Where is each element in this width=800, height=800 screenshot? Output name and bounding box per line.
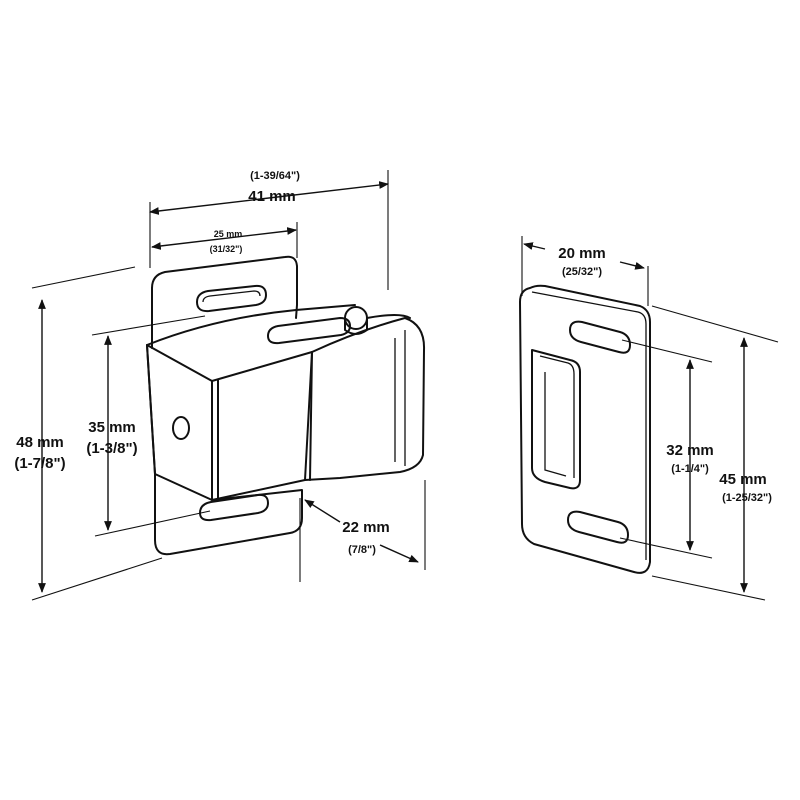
dim-slot-spacing-top: 25 mm (31/32") [151,222,298,258]
dim-depth: 22 mm (7/8") [299,480,426,582]
dim-plate-width: 20 mm (25/32") [521,236,649,306]
dim-plate-width-mm: 20 mm [558,245,606,262]
dim-plate-height-inch: (1-25/32") [722,492,772,504]
dim-plate-slot-spacing: 32 mm (1-1/4") [619,339,714,559]
catch-top-plate [151,255,298,319]
dim-body-height-mm: 35 mm [88,419,136,436]
dim-overall-width: (1-39/64") 41 mm [149,170,389,290]
dim-body-height: 35 mm (1-3/8") [86,315,211,537]
catch-housing [146,344,213,501]
catch-pin-icon [344,306,368,330]
dim-plate-slot-spacing-mm: 32 mm [666,442,714,459]
dim-overall-height-mm: 48 mm [16,434,64,451]
catch-top-slot-icon [196,284,267,313]
catch-side-hole-icon [172,416,190,440]
catch-roller [304,317,426,481]
strike-bottom-slot-icon [567,510,629,544]
strike-plate-body [519,284,651,574]
dim-plate-height-mm: 45 mm [719,471,767,488]
dim-overall-width-mm: 41 mm [248,188,296,205]
dim-plate-width-inch: (25/32") [562,266,602,278]
dim-plate-height: 45 mm (1-25/32") [651,305,779,601]
dim-overall-height: 48 mm (1-7/8") [14,266,163,601]
strike-plate-drawing [519,284,651,574]
catch-bottom-plate [154,473,303,556]
dim-slot-spacing-top-inch: (31/32") [210,244,243,254]
strike-center-recess [531,349,581,490]
dim-plate-slot-spacing-inch: (1-1/4") [671,463,709,475]
dim-depth-mm: 22 mm [342,519,390,536]
dim-slot-spacing-top-mm: 25 mm [214,229,243,239]
dim-body-height-inch: (1-3/8") [86,440,137,457]
dim-depth-inch: (7/8") [348,544,376,556]
dim-overall-width-inch: (1-39/64") [250,170,300,182]
strike-top-slot-icon [569,320,631,354]
catch-bottom-slot-icon [199,493,269,522]
dim-overall-height-inch: (1-7/8") [14,455,65,472]
roller-catch-drawing [146,255,426,556]
